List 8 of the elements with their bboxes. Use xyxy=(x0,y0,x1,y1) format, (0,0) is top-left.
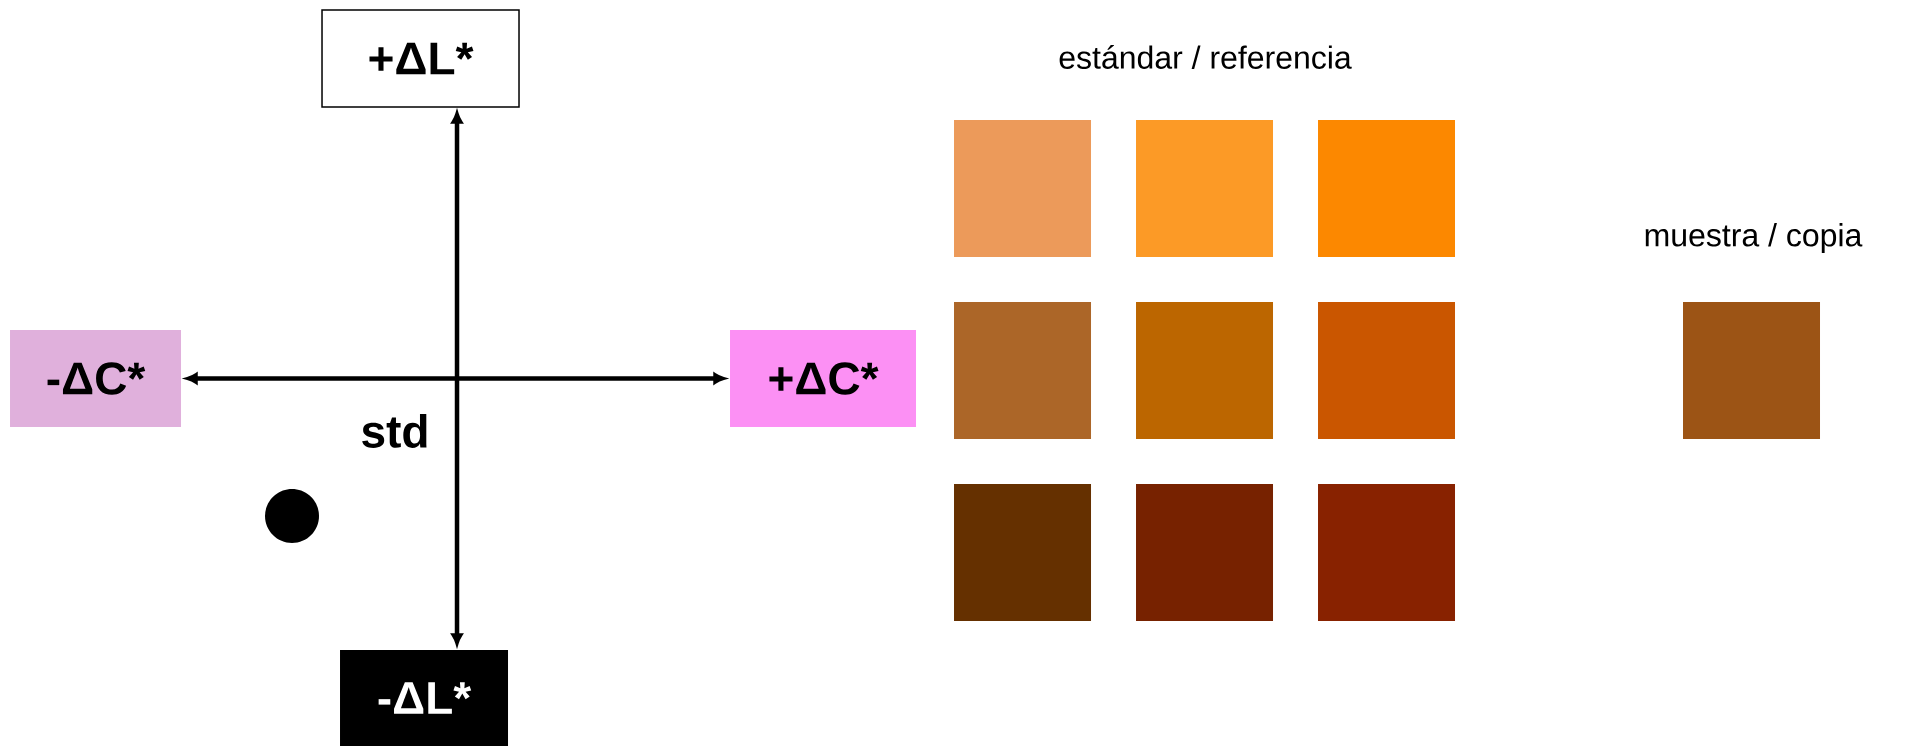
origin-label: std xyxy=(362,414,427,448)
group-heading: muestra / copia xyxy=(1645,223,1863,253)
axis-label-box: -ΔC* xyxy=(10,330,181,427)
group-heading: estándar / referencia xyxy=(1059,45,1352,69)
axis-label-box: +ΔL* xyxy=(321,9,520,108)
axis-arrow xyxy=(451,111,463,646)
axis-label-box: -ΔL* xyxy=(340,650,508,746)
axis-label-box: +ΔC* xyxy=(730,330,916,427)
